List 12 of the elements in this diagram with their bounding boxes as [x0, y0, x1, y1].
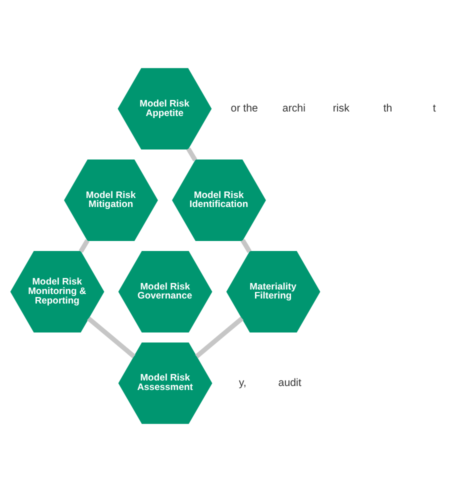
connector [78, 239, 90, 253]
label: risk [332, 102, 350, 114]
label: th [383, 102, 392, 114]
label: y, [238, 376, 246, 389]
label: archi [282, 102, 306, 114]
label: audit [278, 376, 302, 389]
connector [87, 316, 136, 358]
connector [240, 238, 252, 253]
label: or the [230, 102, 258, 114]
connector [186, 148, 198, 162]
label: t [432, 102, 436, 114]
connector [195, 316, 244, 358]
